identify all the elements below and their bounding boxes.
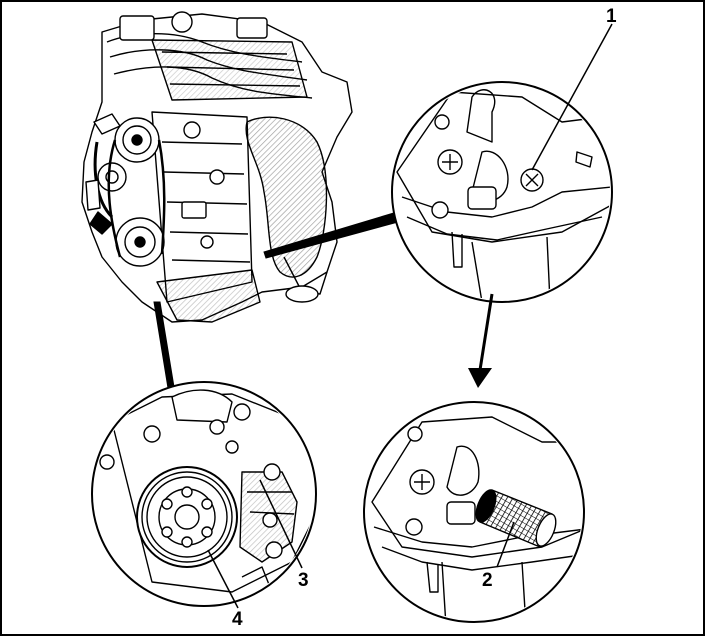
callout-3: 3 [259, 479, 309, 591]
svg-text:2: 2 [482, 570, 493, 591]
detail-circle-pulley [91, 381, 317, 607]
down-arrow-icon [468, 293, 494, 388]
callout-2: 2 [482, 521, 515, 591]
svg-text:1: 1 [606, 6, 617, 27]
callout-4: 4 [207, 549, 243, 630]
engine-illustration [81, 11, 353, 323]
oil-screen [475, 489, 557, 548]
detail-circle-oil-sensor [391, 81, 613, 303]
svg-text:4: 4 [232, 609, 243, 630]
ac-pulley [136, 466, 238, 568]
detail-circle-oil-filter [363, 401, 585, 623]
svg-text:3: 3 [298, 570, 309, 591]
callout-1: 1 [531, 6, 617, 171]
